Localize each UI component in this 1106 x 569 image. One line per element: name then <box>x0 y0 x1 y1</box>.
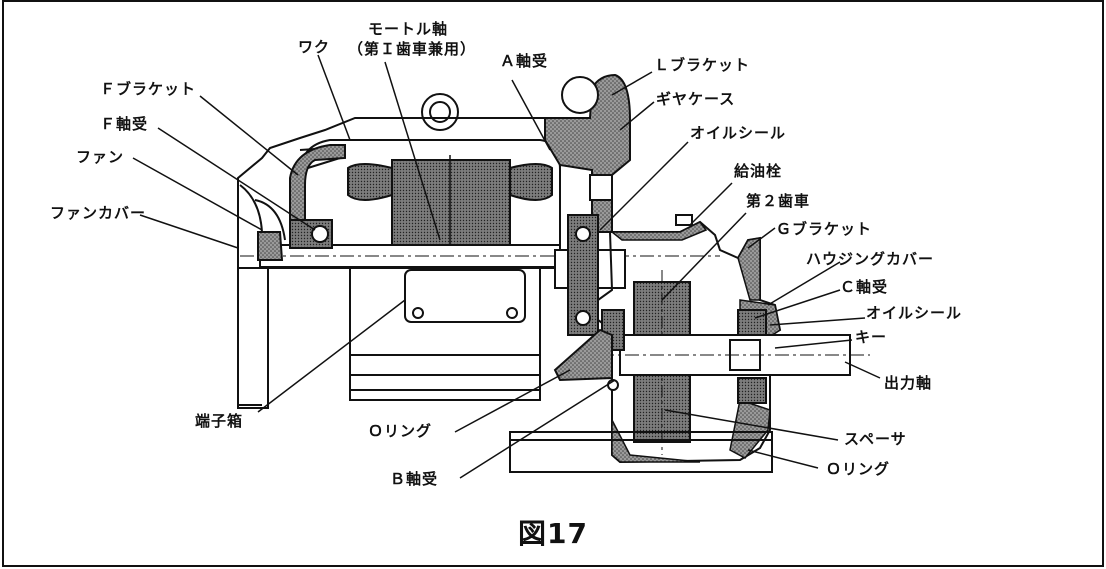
label-terminal-box: 端子箱 <box>195 412 244 430</box>
label-o-ring-mid: Ｏリング <box>368 422 433 440</box>
label-f-bearing: Ｆ軸受 <box>100 115 149 133</box>
leader-lines <box>132 54 881 479</box>
label-key: キー <box>855 328 888 346</box>
figure-caption: 図17 <box>518 517 588 550</box>
label-c-bearing: Ｃ軸受 <box>840 278 889 296</box>
label-oil-plug: 給油栓 <box>734 162 783 180</box>
label-b-bearing: Ｂ軸受 <box>390 470 439 488</box>
label-a-bearing: Ａ軸受 <box>500 52 549 70</box>
label-g-bracket: Ｇブラケット <box>776 220 873 238</box>
label-o-ring-bottom: Ｏリング <box>826 460 891 478</box>
f-bracket-drawing <box>239 144 346 261</box>
gear-housing-drawing <box>553 214 870 464</box>
label-gear-case: ギヤケース <box>656 90 736 108</box>
label-oil-seal-top: オイルシール <box>690 124 787 142</box>
l-bracket-drawing <box>544 73 631 336</box>
motor-core <box>347 155 553 255</box>
label-output-shaft: 出力軸 <box>884 374 933 392</box>
label-spacer: スペーサ <box>844 430 907 448</box>
label-fan-cover: ファンカバー <box>50 204 147 222</box>
label-motor-shaft: モートル軸 <box>368 20 449 38</box>
label-l-bracket: Ｌブラケット <box>654 56 751 74</box>
label-motor-shaft-sub: （第Ｉ歯車兼用） <box>348 40 477 58</box>
label-fan: ファン <box>76 148 125 166</box>
label-f-bracket: Ｆブラケット <box>100 80 197 98</box>
label-housing-cover: ハウジングカバー <box>806 250 935 268</box>
label-second-gear: 第２歯車 <box>746 192 811 210</box>
foot-base <box>509 431 773 473</box>
label-waku: ワク <box>298 38 331 56</box>
label-oil-seal-right: オイルシール <box>866 304 963 322</box>
